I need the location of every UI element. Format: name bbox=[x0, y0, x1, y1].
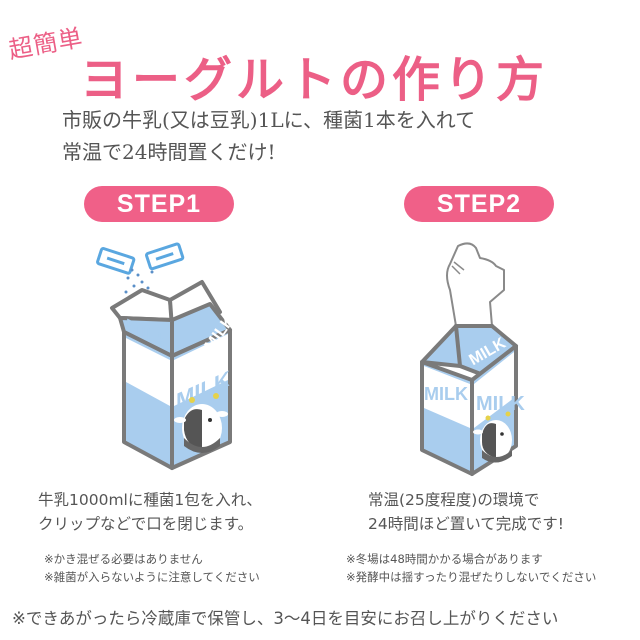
step1-badge: STEP1 bbox=[84, 186, 234, 222]
intro-text: 市販の牛乳(又は豆乳)1Lに、種菌1本を入れて 常温で24時間置くだけ! bbox=[62, 104, 475, 168]
step1-description-line: 牛乳1000mlに種菌1包を入れ、 bbox=[38, 491, 262, 509]
step1-note: ※雑菌が入らないように注意してください bbox=[44, 570, 260, 584]
svg-text:MILK: MILK bbox=[424, 384, 468, 404]
cow-icon bbox=[174, 393, 228, 453]
page-title: ヨーグルトの作り方 bbox=[80, 52, 549, 108]
step2-badge: STEP2 bbox=[404, 186, 554, 222]
step2-notes: ※冬場は48時間かかる場合があります ※発酵中は揺すったり混ぜたりしないでくださ… bbox=[346, 550, 596, 586]
cow-icon bbox=[473, 411, 512, 463]
milk-carton-icon: MILK MILK MILK bbox=[420, 242, 525, 476]
footer-note: ※できあがったら冷蔵庫で保管し、3〜4日を目安にお召し上がりください bbox=[12, 609, 559, 628]
step2-description-line: 常温(25度程度)の環境で bbox=[368, 491, 540, 509]
milk-carton-with-packets-illustration: MILK MILK MILK bbox=[80, 220, 280, 480]
starter-packet-icon bbox=[96, 242, 185, 275]
step2-description: 常温(25度程度)の環境で 24時間ほど置いて完成です! bbox=[368, 488, 564, 536]
step1-description: 牛乳1000mlに種菌1包を入れ、 クリップなどで口を閉じます。 bbox=[38, 488, 262, 536]
intro-line-2: 常温で24時間置くだけ! bbox=[62, 140, 276, 164]
step2-description-line: 24時間ほど置いて完成です! bbox=[368, 515, 564, 533]
step2-note: ※発酵中は揺すったり混ぜたりしないでください bbox=[346, 570, 597, 584]
subtitle-tag: 超簡単 bbox=[6, 23, 86, 65]
step1-description-line: クリップなどで口を閉じます。 bbox=[38, 515, 254, 533]
step1-notes: ※かき混ぜる必要はありません ※雑菌が入らないように注意してください bbox=[44, 550, 260, 586]
milk-carton-clipped-illustration: MILK MILK MILK bbox=[400, 230, 580, 480]
intro-line-1: 市販の牛乳(又は豆乳)1Lに、種菌1本を入れて bbox=[62, 108, 476, 132]
step1-note: ※かき混ぜる必要はありません bbox=[44, 552, 203, 566]
step2-note: ※冬場は48時間かかる場合があります bbox=[346, 552, 543, 566]
milk-carton-icon: MILK MILK MILK bbox=[96, 242, 238, 470]
svg-text:MILK: MILK bbox=[476, 393, 525, 415]
